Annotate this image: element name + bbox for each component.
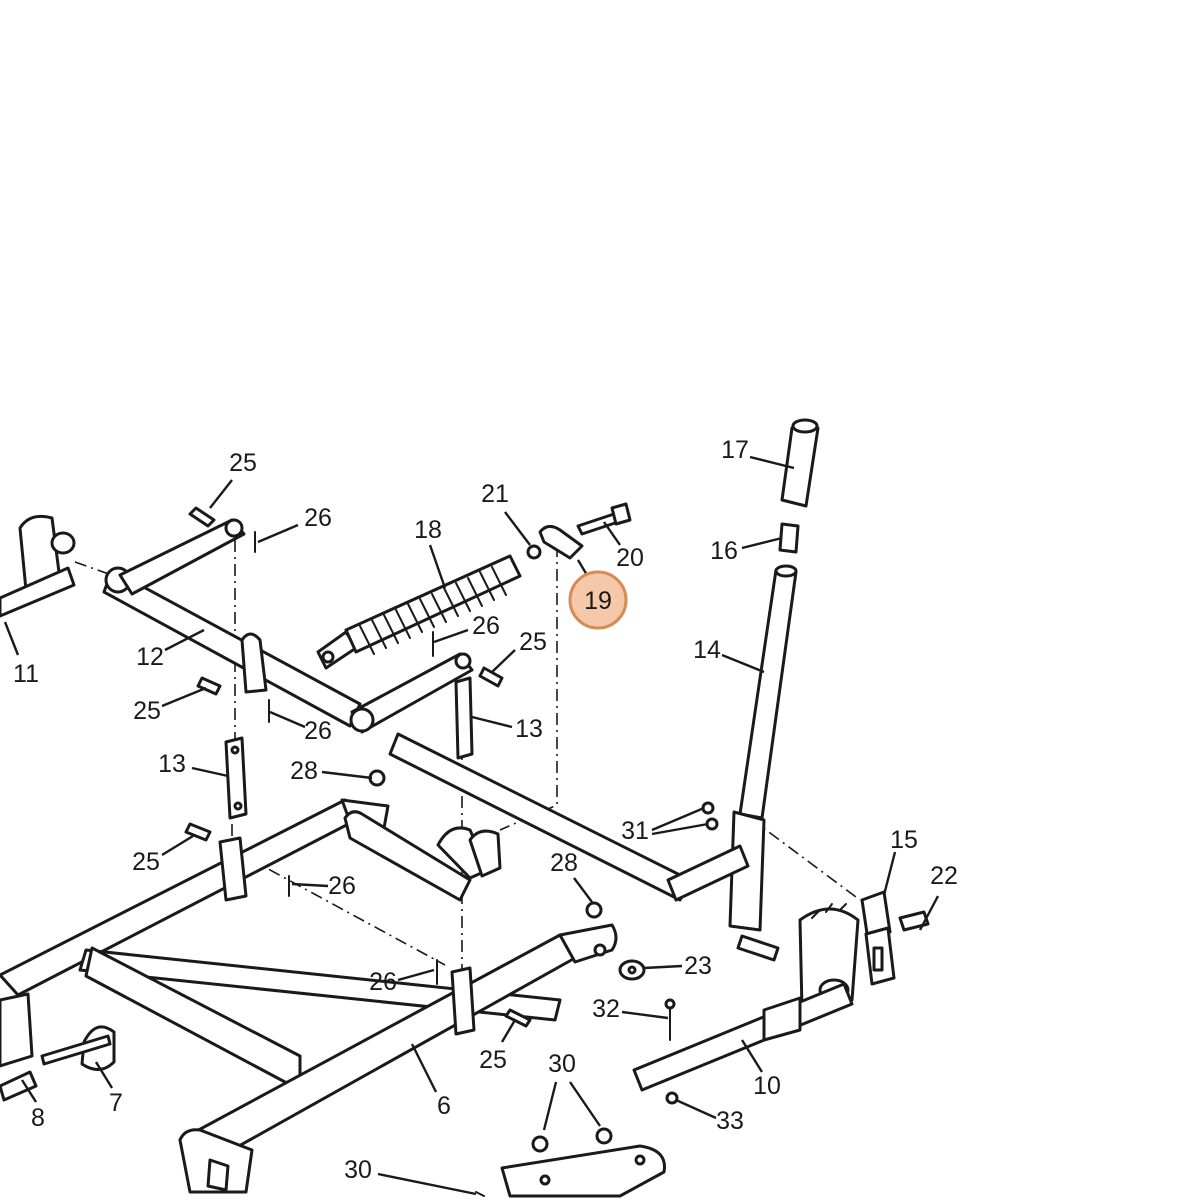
callout-12-label: 12 (136, 643, 164, 671)
callout-30-label: 30 (548, 1050, 576, 1078)
callout-8-label: 8 (31, 1104, 45, 1132)
callout-13-label: 13 (515, 715, 543, 743)
callout-11-label: 11 (13, 660, 39, 688)
callout-32-label: 32 (592, 995, 620, 1023)
part-12-shaft (102, 518, 692, 902)
callout-31-label: 31 (621, 817, 649, 845)
callout-15-label: 15 (890, 826, 918, 854)
part-drawings (0, 418, 930, 1198)
part-13-links (224, 676, 474, 820)
callout-7-label: 7 (109, 1089, 123, 1117)
callout-21-label: 21 (481, 480, 509, 508)
part-7-8-clip (0, 1025, 116, 1102)
part-18-spring (316, 554, 522, 670)
callout-28-label: 28 (290, 757, 318, 785)
leader-lines (3, 455, 940, 1196)
callout-33-label: 33 (716, 1107, 744, 1135)
callout-17-label: 17 (721, 436, 749, 464)
part-30-brackets (500, 1127, 666, 1198)
callout-22-label: 22 (930, 862, 958, 890)
callout-18-label: 18 (414, 516, 442, 544)
part-19-20-21-hardware (526, 502, 632, 560)
callout-25-label: 25 (133, 697, 161, 725)
callout-25-label: 25 (479, 1046, 507, 1074)
part-15-bracket (860, 890, 930, 986)
callout-25-label: 25 (229, 449, 257, 477)
callout-16-label: 16 (710, 537, 738, 565)
callout-19-label: 19 (584, 587, 612, 615)
part-10-quadrant (632, 903, 860, 1092)
callout-20-label: 20 (616, 544, 644, 572)
callouts: 19 25 26 18 21 20 17 16 14 11 12 26 25 2… (13, 436, 958, 1184)
callout-26-label: 26 (472, 612, 500, 640)
callout-26-label: 26 (304, 717, 332, 745)
callout-14-label: 14 (693, 636, 721, 664)
callout-26-label: 26 (304, 504, 332, 532)
callout-6-label: 6 (437, 1092, 451, 1120)
callout-23-label: 23 (684, 952, 712, 980)
callout-25-label: 25 (132, 848, 160, 876)
callout-26-label: 26 (328, 872, 356, 900)
part-14-handle (666, 418, 820, 962)
part-11-bracket (0, 514, 76, 618)
callout-13-label: 13 (158, 750, 186, 778)
callout-10-label: 10 (753, 1072, 781, 1100)
callout-30-label: 30 (344, 1156, 372, 1184)
callout-25-label: 25 (519, 628, 547, 656)
callout-28-label: 28 (550, 849, 578, 877)
callout-19-highlighted[interactable]: 19 (568, 570, 628, 630)
part-6-frame (0, 798, 618, 1194)
callout-26-label: 26 (369, 968, 397, 996)
